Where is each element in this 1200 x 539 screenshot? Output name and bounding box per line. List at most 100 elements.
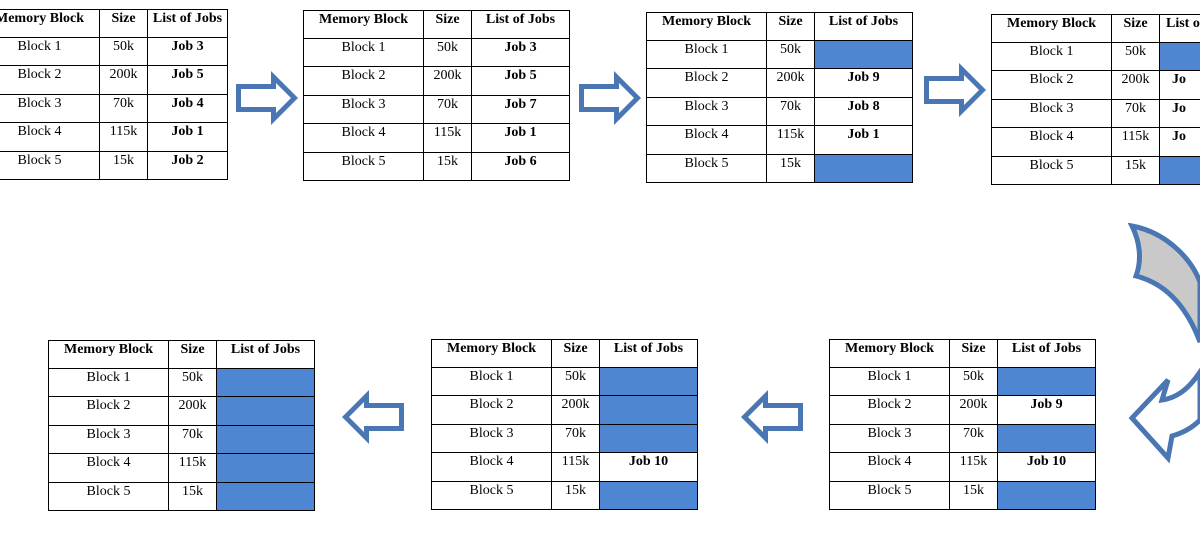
job-cell-empty (599, 424, 698, 453)
header-size: Size (1111, 14, 1160, 43)
size-cell: 70k (423, 95, 472, 124)
size-cell: 200k (766, 68, 815, 98)
block-cell: Block 5 (48, 482, 169, 511)
size-cell: 50k (766, 40, 815, 69)
header-memory-block: Memory Block (0, 9, 100, 38)
block-cell: Block 1 (991, 42, 1112, 71)
size-cell: 70k (99, 94, 148, 123)
job-cell: Job 6 (471, 152, 570, 181)
job-cell: Job 1 (471, 123, 570, 153)
size-cell: 115k (949, 452, 998, 482)
block-cell: Block 3 (431, 424, 552, 453)
block-cell: Block 5 (303, 152, 424, 181)
block-cell: Block 2 (646, 68, 767, 98)
size-cell: 50k (1111, 42, 1160, 71)
size-cell: 50k (551, 367, 600, 396)
job-cell: Job 10 (599, 452, 698, 482)
block-cell: Block 3 (303, 95, 424, 124)
header-size: Size (766, 12, 815, 41)
block-cell: Block 3 (0, 94, 100, 123)
job-cell: Jo (1159, 99, 1200, 128)
header-memory-block: Memory Block (48, 340, 169, 369)
job-cell: Job 3 (147, 37, 228, 66)
size-cell: 200k (551, 395, 600, 425)
size-cell: 15k (1111, 156, 1160, 185)
job-cell-empty (997, 367, 1096, 396)
block-cell: Block 5 (829, 481, 950, 510)
size-cell: 50k (949, 367, 998, 396)
size-cell: 15k (99, 151, 148, 180)
job-cell-empty (997, 424, 1096, 453)
header-list-of-jobs: List of Jobs (599, 339, 698, 368)
size-cell: 15k (949, 481, 998, 510)
block-cell: Block 2 (303, 66, 424, 96)
size-cell: 15k (168, 482, 217, 511)
header-size: Size (99, 9, 148, 38)
block-cell: Block 1 (829, 367, 950, 396)
header-memory-block: Memory Block (991, 14, 1112, 43)
size-cell: 115k (551, 452, 600, 482)
block-cell: Block 2 (991, 70, 1112, 100)
header-size: Size (423, 10, 472, 39)
job-cell-empty (216, 453, 315, 483)
job-cell-empty (997, 481, 1096, 510)
size-cell: 70k (766, 97, 815, 126)
block-cell: Block 4 (431, 452, 552, 482)
block-cell: Block 4 (646, 125, 767, 155)
block-cell: Block 1 (48, 368, 169, 397)
job-cell-empty (599, 481, 698, 510)
size-cell: 70k (949, 424, 998, 453)
job-cell-empty (216, 425, 315, 454)
job-cell-empty (216, 396, 315, 426)
block-cell: Block 2 (431, 395, 552, 425)
header-memory-block: Memory Block (303, 10, 424, 39)
block-cell: Block 4 (48, 453, 169, 483)
block-cell: Block 1 (431, 367, 552, 396)
job-cell: Job 7 (471, 95, 570, 124)
curved-arrow-icon (1128, 222, 1200, 464)
size-cell: 200k (949, 395, 998, 425)
block-cell: Block 2 (0, 65, 100, 95)
size-cell: 50k (423, 38, 472, 67)
block-cell: Block 2 (829, 395, 950, 425)
job-cell: Job 3 (471, 38, 570, 67)
job-cell-empty (814, 154, 913, 183)
header-memory-block: Memory Block (646, 12, 767, 41)
header-list-of-jobs: List of Jobs (997, 339, 1096, 368)
job-cell: Job 9 (997, 395, 1096, 425)
arrow-left-icon (741, 390, 803, 444)
block-cell: Block 3 (829, 424, 950, 453)
size-cell: 115k (1111, 127, 1160, 157)
job-cell: Job 1 (814, 125, 913, 155)
job-cell-empty (1159, 42, 1200, 71)
header-size: Size (949, 339, 998, 368)
block-cell: Block 4 (303, 123, 424, 153)
block-cell: Block 3 (991, 99, 1112, 128)
size-cell: 115k (766, 125, 815, 155)
job-cell-empty (216, 482, 315, 511)
job-cell: Job 10 (997, 452, 1096, 482)
job-cell: Job 5 (147, 65, 228, 95)
block-cell: Block 5 (991, 156, 1112, 185)
arrow-right-icon (236, 71, 298, 125)
block-cell: Block 3 (48, 425, 169, 454)
size-cell: 15k (551, 481, 600, 510)
size-cell: 15k (423, 152, 472, 181)
header-memory-block: Memory Block (829, 339, 950, 368)
job-cell: Job 8 (814, 97, 913, 126)
size-cell: 70k (168, 425, 217, 454)
header-list-of-jobs: List of Jobs (147, 9, 228, 38)
job-cell-empty (216, 368, 315, 397)
block-cell: Block 5 (0, 151, 100, 180)
job-cell: Jo (1159, 70, 1200, 100)
size-cell: 200k (1111, 70, 1160, 100)
size-cell: 115k (423, 123, 472, 153)
job-cell-empty (599, 395, 698, 425)
block-cell: Block 4 (991, 127, 1112, 157)
